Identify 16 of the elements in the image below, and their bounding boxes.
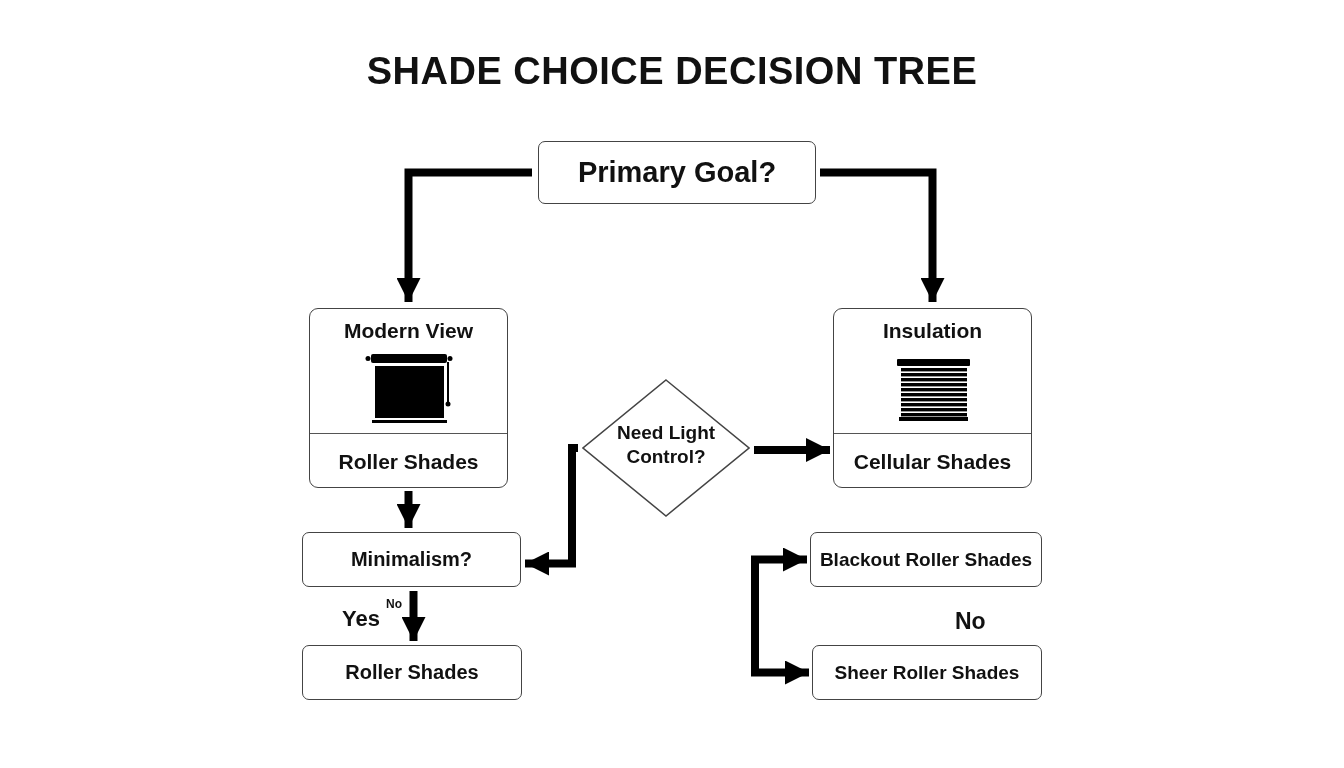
card-heading: Insulation xyxy=(881,319,984,343)
card-heading: Modern View xyxy=(342,319,475,343)
branch-label: No xyxy=(386,597,402,611)
process-box: Minimalism? xyxy=(302,532,521,587)
branch-label: No xyxy=(955,608,986,635)
diagram-title: SHADE CHOICE DECISION TREE xyxy=(365,50,979,93)
branch-label: Yes xyxy=(342,606,380,632)
result-label: Roller Shades xyxy=(337,450,480,474)
option-card xyxy=(833,308,1032,488)
option-card xyxy=(309,308,508,488)
result-label: Cellular Shades xyxy=(852,450,1013,474)
process-box: Sheer Roller Shades xyxy=(812,645,1042,700)
question-box: Primary Goal? xyxy=(538,141,816,204)
decision-text: Need Light Control? xyxy=(615,421,717,469)
process-box: Roller Shades xyxy=(302,645,522,700)
process-box: Blackout Roller Shades xyxy=(810,532,1042,587)
